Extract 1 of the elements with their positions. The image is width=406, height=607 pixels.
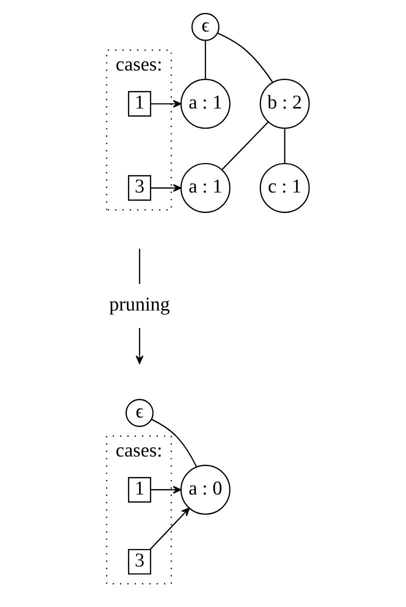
node-text: pruning [109,294,170,316]
